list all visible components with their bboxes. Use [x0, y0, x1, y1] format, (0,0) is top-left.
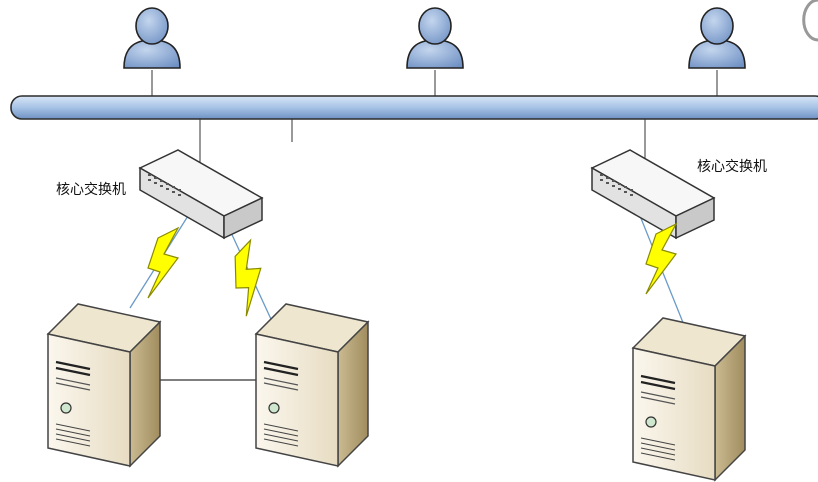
server-icon	[631, 316, 747, 482]
user-icon	[123, 7, 181, 69]
switch-icon	[139, 149, 263, 239]
switch-label-right: 核心交换机	[697, 159, 767, 175]
user-icon	[688, 7, 746, 69]
edge-arc	[802, 0, 818, 42]
network-bus	[10, 95, 818, 120]
switch-icon	[591, 149, 715, 239]
switch-label-left: 核心交换机	[56, 182, 126, 198]
server-icon	[254, 302, 370, 468]
user-icon	[406, 7, 464, 69]
server-icon	[46, 302, 162, 468]
lightning-link-icon	[221, 239, 276, 317]
